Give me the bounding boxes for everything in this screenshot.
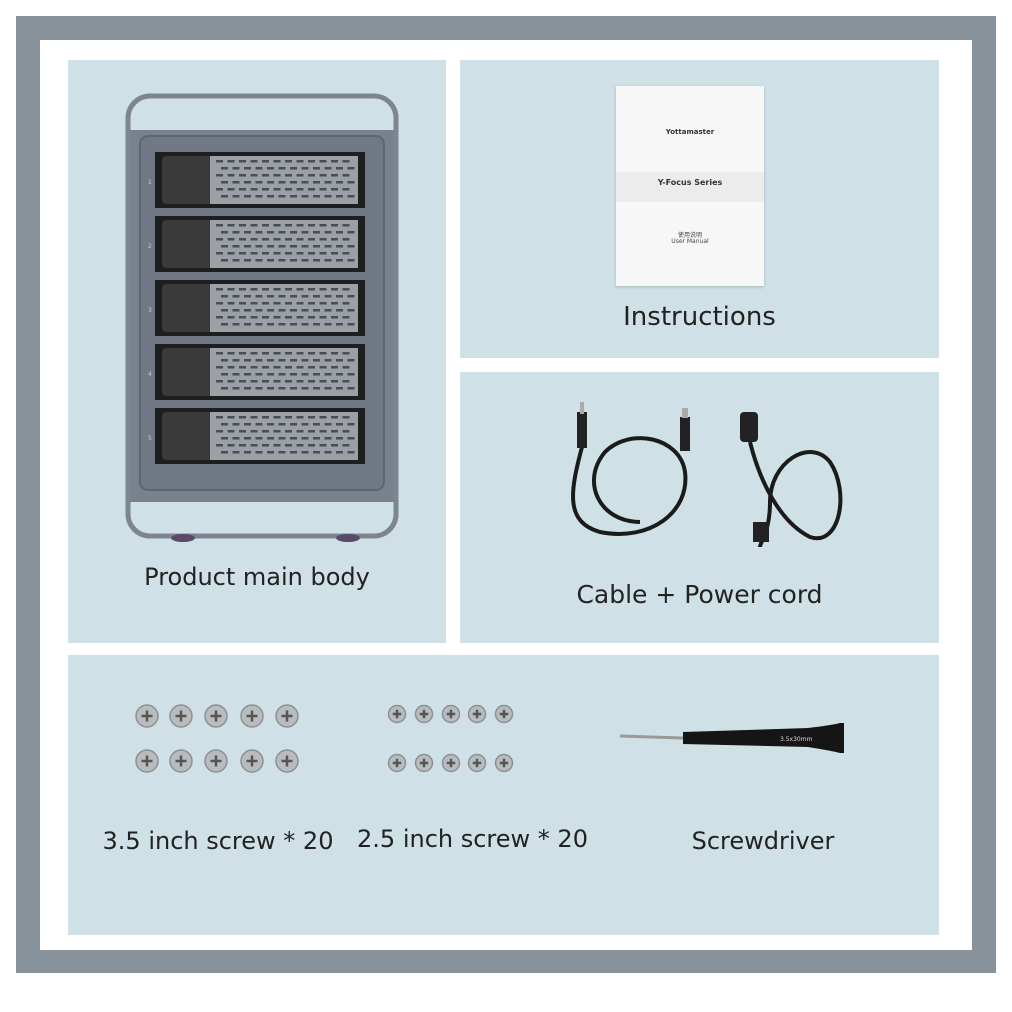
- screw-icon: [135, 749, 159, 773]
- screw-icon: [467, 753, 487, 773]
- screw-icon: [240, 749, 264, 773]
- drive-bay[interactable]: 1: [148, 152, 365, 208]
- bay-number: 2: [148, 243, 152, 250]
- instructions-label: Instructions: [623, 302, 776, 332]
- bay-number: 5: [148, 435, 152, 442]
- screws-35-label: 3.5 inch screw * 20: [102, 827, 334, 855]
- screw-icon: [275, 749, 299, 773]
- screw-icon: [240, 704, 264, 728]
- panel-instructions: Yottamaster Y-Focus Series 使用说明 User Man…: [460, 60, 939, 358]
- user-manual: Yottamaster Y-Focus Series 使用说明 User Man…: [616, 86, 764, 286]
- screw-icon: [204, 749, 228, 773]
- cables-image: [571, 402, 843, 548]
- bay-number: 4: [148, 371, 152, 378]
- manual-title-cn: 使用说明: [677, 232, 702, 239]
- screw-icon: [441, 753, 461, 773]
- main-body-label: Product main body: [144, 563, 370, 591]
- manual-title-en: User Manual: [671, 238, 709, 245]
- screws-25-label: 2.5 inch screw * 20: [357, 825, 588, 853]
- screwdriver-image: 3.5x30mm: [619, 723, 844, 753]
- bay-number: 3: [148, 307, 152, 314]
- panel-cables: Cable + Power cord: [460, 372, 939, 643]
- drive-bay[interactable]: 2: [148, 216, 365, 272]
- panel-accessories: 3.5x30mm 3.5 inch screw * 20 2.5 inch sc…: [68, 655, 939, 935]
- drive-bay[interactable]: 3: [148, 280, 365, 336]
- screw-icon: [441, 704, 461, 724]
- screwdriver-engraving: 3.5x30mm: [780, 736, 813, 743]
- screw-icon: [494, 753, 514, 773]
- screw-icon: [387, 704, 407, 724]
- drive-bay[interactable]: 5: [148, 408, 365, 464]
- screw-icon: [387, 753, 407, 773]
- enclosure-image: 1 2 3 4 5: [125, 93, 399, 542]
- manual-brand: Yottamaster: [665, 128, 715, 136]
- drive-bay[interactable]: 4: [148, 344, 365, 400]
- screw-icon: [275, 704, 299, 728]
- cables-label: Cable + Power cord: [576, 580, 823, 609]
- screw-icon: [169, 704, 193, 728]
- screw-icon: [204, 704, 228, 728]
- screw-icon: [135, 704, 159, 728]
- screw-icon: [169, 749, 193, 773]
- manual-series: Y-Focus Series: [657, 178, 723, 187]
- screw-icon: [467, 704, 487, 724]
- panel-main-body: 1 2 3 4 5 Product main body: [68, 60, 446, 643]
- screws-image: [135, 704, 514, 773]
- screw-icon: [414, 704, 434, 724]
- screwdriver-label: Screwdriver: [691, 827, 835, 855]
- bay-number: 1: [148, 179, 152, 186]
- screw-icon: [494, 704, 514, 724]
- screw-icon: [414, 753, 434, 773]
